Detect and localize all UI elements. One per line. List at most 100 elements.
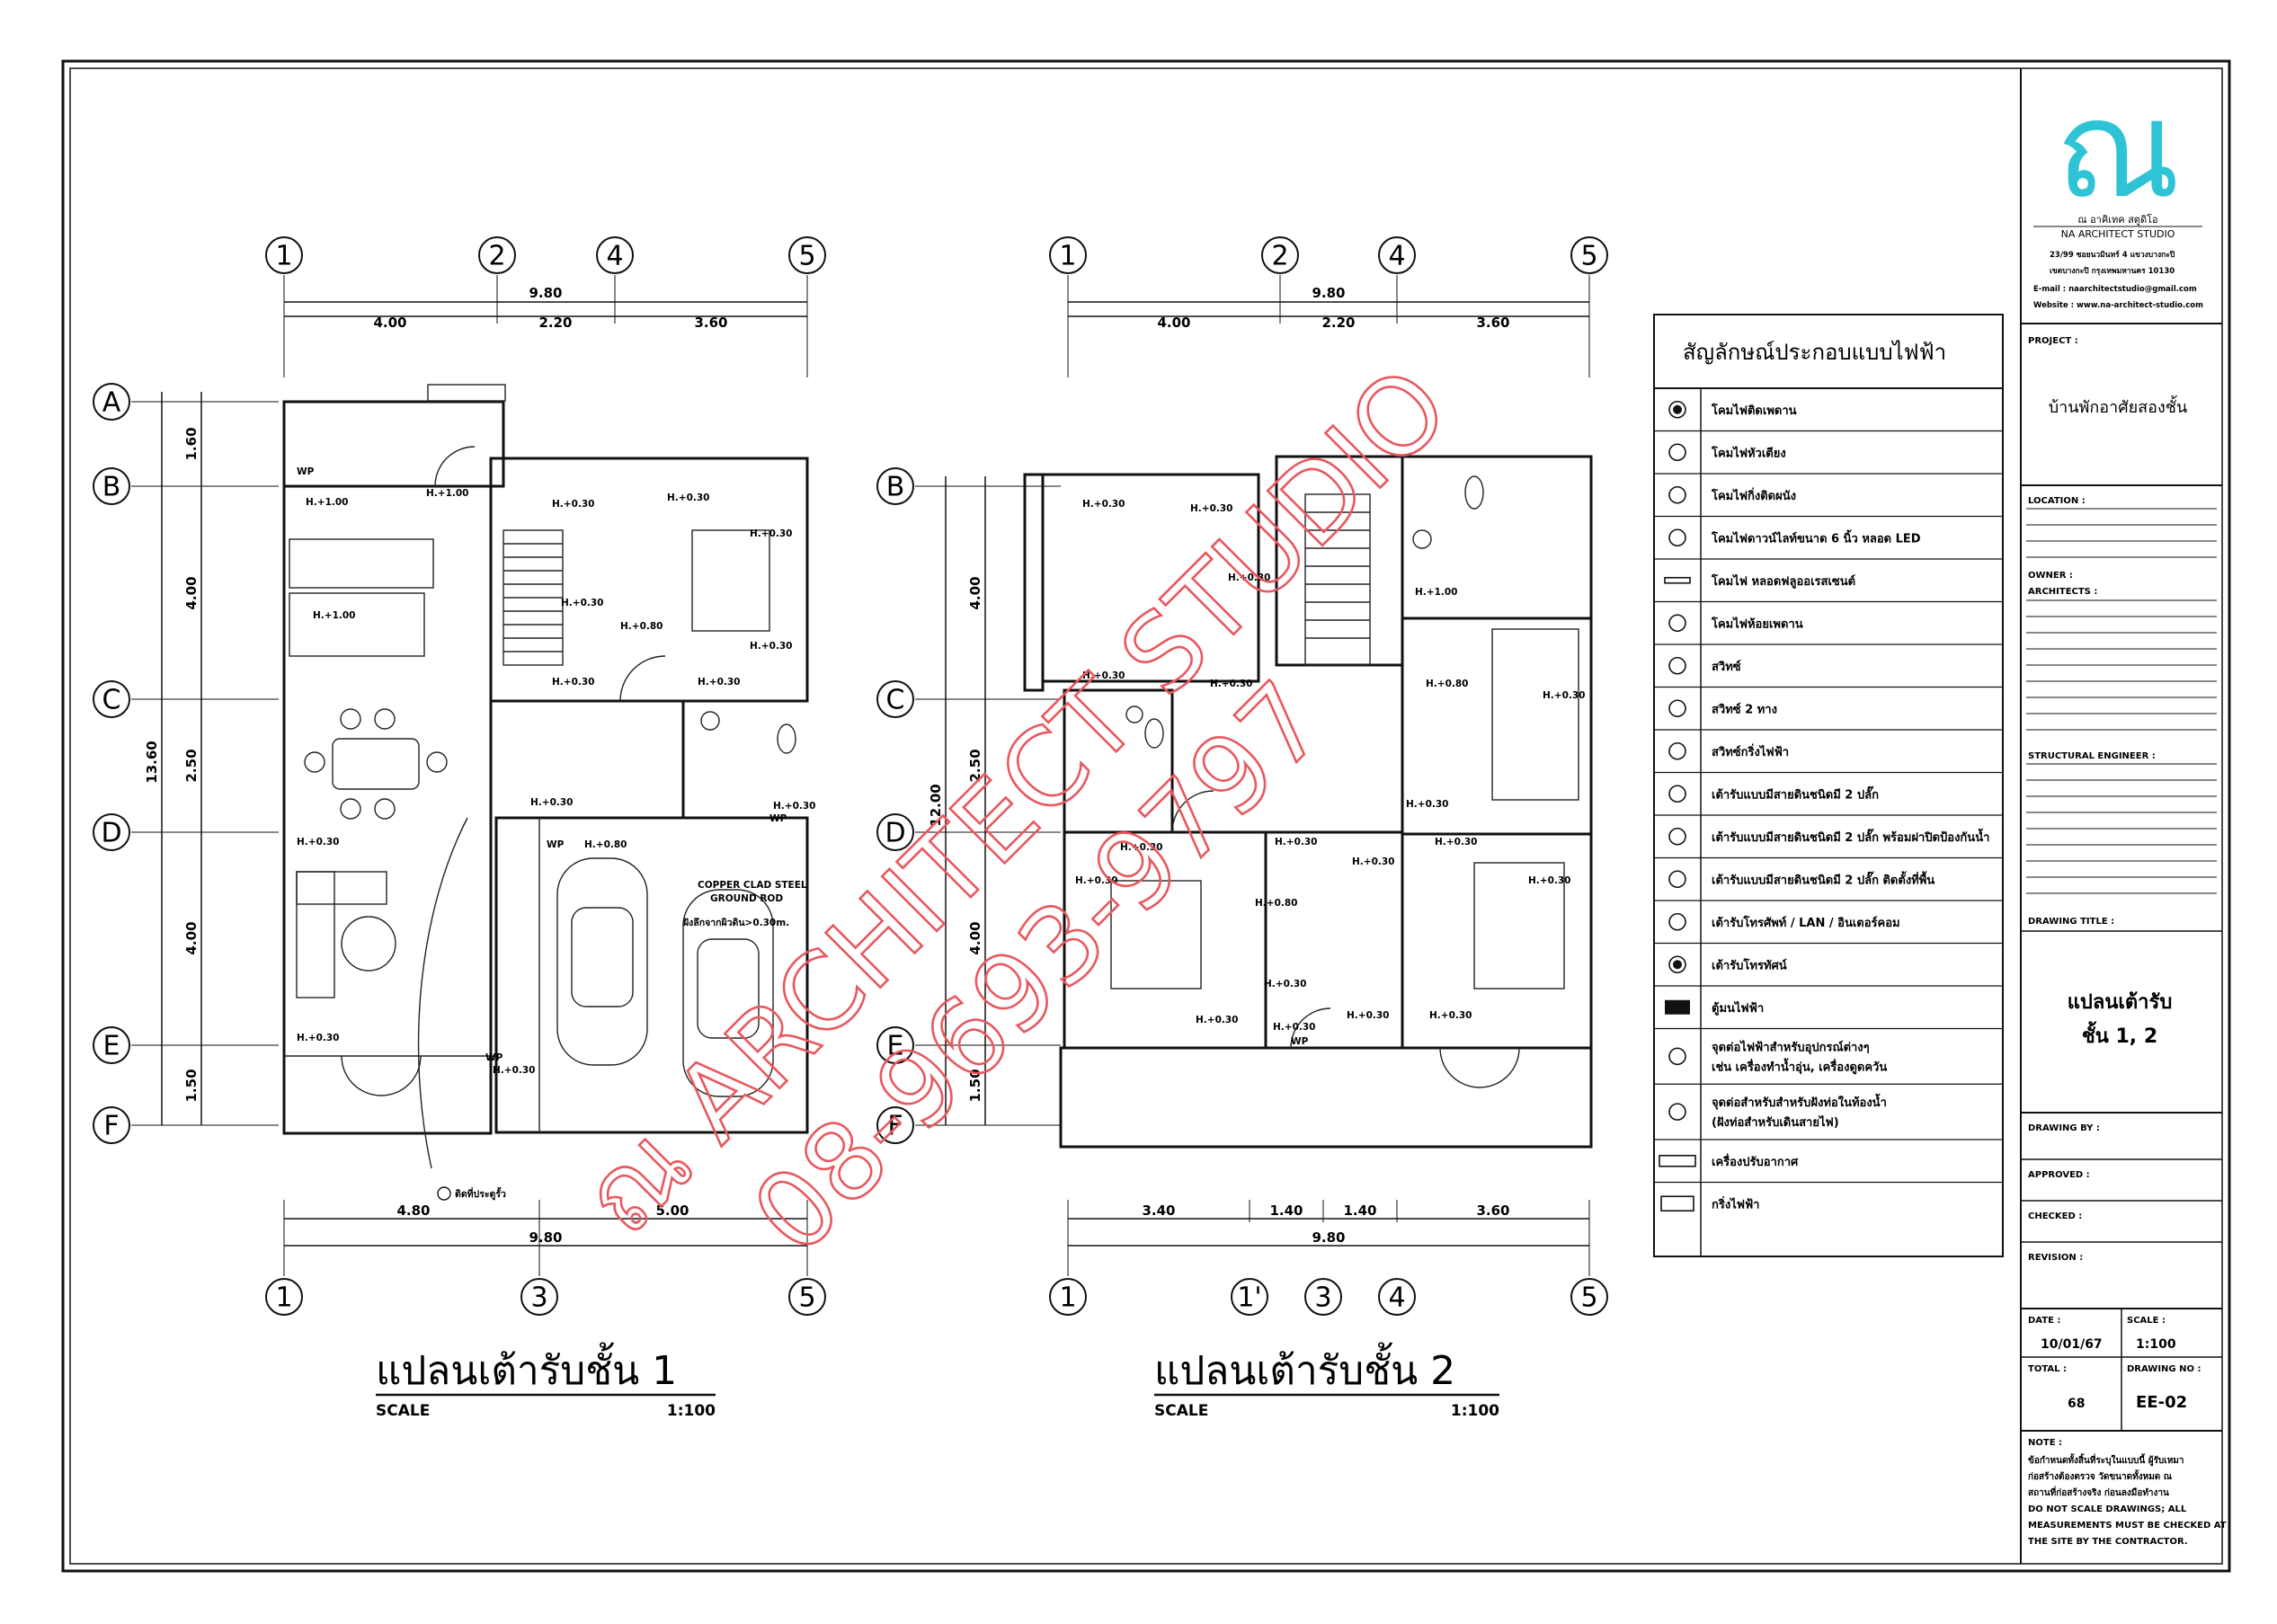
legend-label: โคมไฟกิ่งติดผนัง	[1711, 487, 1796, 503]
approved-label: APPROVED :	[2028, 1170, 2090, 1180]
legend-row: โคมไฟติดเพดาน	[1654, 400, 2003, 432]
legend-label: เต้ารับแบบมีสายดินชนิดมี 2 ปลั๊ก	[1712, 785, 1879, 802]
outlet-label: H.+0.30	[1435, 837, 1477, 847]
dim: 3.60	[1476, 1202, 1509, 1219]
grid-bubble: 4	[1378, 1278, 1416, 1316]
grid-bubble: D	[876, 813, 914, 851]
plan2-walls	[1023, 455, 1593, 1149]
svg-text:1: 1	[1059, 1282, 1076, 1314]
grid-bubble: 1'	[1231, 1278, 1268, 1316]
legend-row: เครื่องปรับอากาศ	[1654, 1153, 2003, 1184]
dim: 2.50	[967, 749, 983, 782]
plan1-side-dimensions: 13.60 1.60 4.00 2.50 4.00 1.50	[131, 392, 279, 1126]
legend-label: เต้ารับโทรศัพท์ / LAN / อินเตอร์คอม	[1712, 915, 1900, 930]
watermark-studio: ณ ARCHITECT STUDIO	[557, 344, 1472, 1258]
outlet-label: WP	[1291, 1036, 1309, 1047]
project-label: PROJECT :	[2028, 336, 2078, 346]
outlet-label: H.+0.30	[1275, 837, 1317, 847]
outlet-label: H.+0.30	[1528, 875, 1570, 886]
outlet-label: H.+1.00	[1415, 587, 1457, 598]
legend-row: เต้ารับแบบมีสายดินชนิดมี 2 ปลั๊ก ติดตั้ง…	[1654, 870, 2003, 901]
outlet-label: H.+0.30	[1228, 572, 1270, 583]
wp-outlet-icon	[1668, 827, 1686, 846]
legend-label: กริ่งไฟฟ้า	[1712, 1195, 1759, 1211]
inner-frame	[69, 67, 2223, 1565]
outer-frame	[61, 59, 2231, 1573]
grid-bubble: C	[876, 680, 914, 718]
legend-label: เต้ารับแบบมีสายดินชนิดมี 2 ปลั๊ก ติดตั้ง…	[1712, 870, 1935, 887]
dim-total: 13.60	[144, 741, 160, 783]
outlet-label: H.+0.30	[1196, 1015, 1238, 1025]
svg-text:B: B	[886, 472, 905, 503]
grid-bubble: E	[93, 1026, 130, 1064]
dim: 3.60	[694, 315, 727, 331]
svg-text:1: 1	[275, 1282, 292, 1314]
scale-label: SCALE :	[2127, 1316, 2166, 1326]
fluorescent-lamp-icon	[1664, 576, 1691, 584]
plan1-top-grid: 1 2 4 5	[265, 236, 826, 274]
legend-label: เครื่องปรับอากาศ	[1712, 1153, 1799, 1169]
dim: 4.80	[396, 1202, 430, 1219]
plan1-outlet-labels: WP H.+1.00 H.+1.00 H.+0.30 H.+0.30 H.+0.…	[297, 466, 815, 1201]
outlet-label: H.+0.30	[1082, 670, 1125, 681]
outlet-label: H.+0.30	[750, 528, 792, 539]
dim: 3.40	[1142, 1202, 1175, 1219]
outlet-label: H.+0.80	[1255, 898, 1297, 909]
outlet-label: H.+0.30	[1120, 842, 1162, 853]
title-block-blank-lines	[2026, 508, 2217, 894]
grid-bubble: F	[93, 1106, 130, 1144]
svg-text:5: 5	[798, 1282, 815, 1314]
svg-text:1: 1	[275, 241, 292, 272]
car-icon	[682, 889, 774, 1097]
grid-bubble: B	[93, 467, 130, 505]
svg-text:C: C	[102, 685, 121, 716]
plan1-scale-value: 1:100	[667, 1402, 716, 1420]
date-label: DATE :	[2028, 1316, 2060, 1326]
svg-text:5: 5	[1580, 1282, 1597, 1314]
legend-row: โคมไฟ หลอดฟลูออเรสเซนต์	[1654, 573, 2003, 603]
svg-text:C: C	[886, 685, 905, 716]
svg-text:5: 5	[798, 241, 815, 272]
outlet-label: H.+0.30	[297, 1033, 339, 1043]
grid-bubble: 3	[520, 1278, 558, 1316]
dim: 4.00	[373, 315, 406, 331]
structural-engineer-label: STRUCTURAL ENGINEER :	[2028, 751, 2156, 761]
grid-bubble: F	[876, 1106, 914, 1144]
outlet-label: H.+0.30	[493, 1065, 535, 1076]
outlet-label: H.+0.30	[297, 837, 339, 847]
legend-row: โคมไฟดาวน์ไลท์ขนาด 6 นิ้ว หลอด LED	[1654, 528, 2003, 560]
outlet-label: WP	[297, 466, 315, 477]
grid-bubble: 5	[1570, 1278, 1608, 1316]
outlet-label: H.+0.30	[698, 677, 740, 688]
doorbell-note: ติดที่ประตูรั้ว	[455, 1186, 506, 1201]
outlet-label: H.+1.00	[313, 610, 355, 621]
outlet-label: H.+0.30	[561, 598, 603, 608]
legend-row: โคมไฟหัวเตียง	[1654, 443, 2003, 475]
svg-text:1': 1'	[1237, 1282, 1261, 1314]
outlet-label: H.+0.30	[667, 493, 709, 503]
ground-rod-note: COPPER CLAD STEEL	[698, 880, 807, 891]
studio-address-2: เขตบางกะปิ กรุงเทพมหานคร 10130	[2050, 266, 2175, 276]
outlet-label: H.+0.30	[1406, 799, 1448, 810]
svg-text:2: 2	[488, 241, 505, 272]
legend-row: เต้ารับแบบมีสายดินชนิดมี 2 ปลั๊ก	[1654, 785, 2003, 816]
dim: 1.50	[183, 1069, 200, 1102]
ceiling-pendant-lamp-icon	[1668, 400, 1686, 419]
dim: 1.50	[967, 1069, 983, 1102]
total-label: TOTAL :	[2028, 1364, 2067, 1374]
outlet-label: H.+1.00	[306, 497, 348, 508]
plan2-bottom-grid: 1 1' 3 4 5	[1049, 1278, 1608, 1316]
svg-text:A: A	[102, 387, 121, 419]
downlight-icon	[1668, 528, 1686, 547]
plan2-side-dimensions: 12.00 4.00 2.50 4.00 1.50	[915, 476, 1061, 1126]
outlet-label: H.+0.80	[584, 839, 627, 850]
outlet-label: WP	[485, 1052, 503, 1063]
outlet-label: H.+0.30	[552, 499, 594, 510]
plan1-bottom-dimensions: 4.80 5.00 9.80	[283, 1200, 808, 1276]
scale-value: 1:100	[2136, 1337, 2176, 1352]
duplex-outlet-icon	[1668, 785, 1686, 803]
plan2-scale-value: 1:100	[1451, 1402, 1499, 1420]
legend-label: เต้ารับแบบมีสายดินชนิดมี 2 ปลั๊ก พร้อมฝา…	[1712, 828, 1989, 845]
legend-label: โคมไฟห้อยเพดาน	[1711, 616, 1803, 631]
